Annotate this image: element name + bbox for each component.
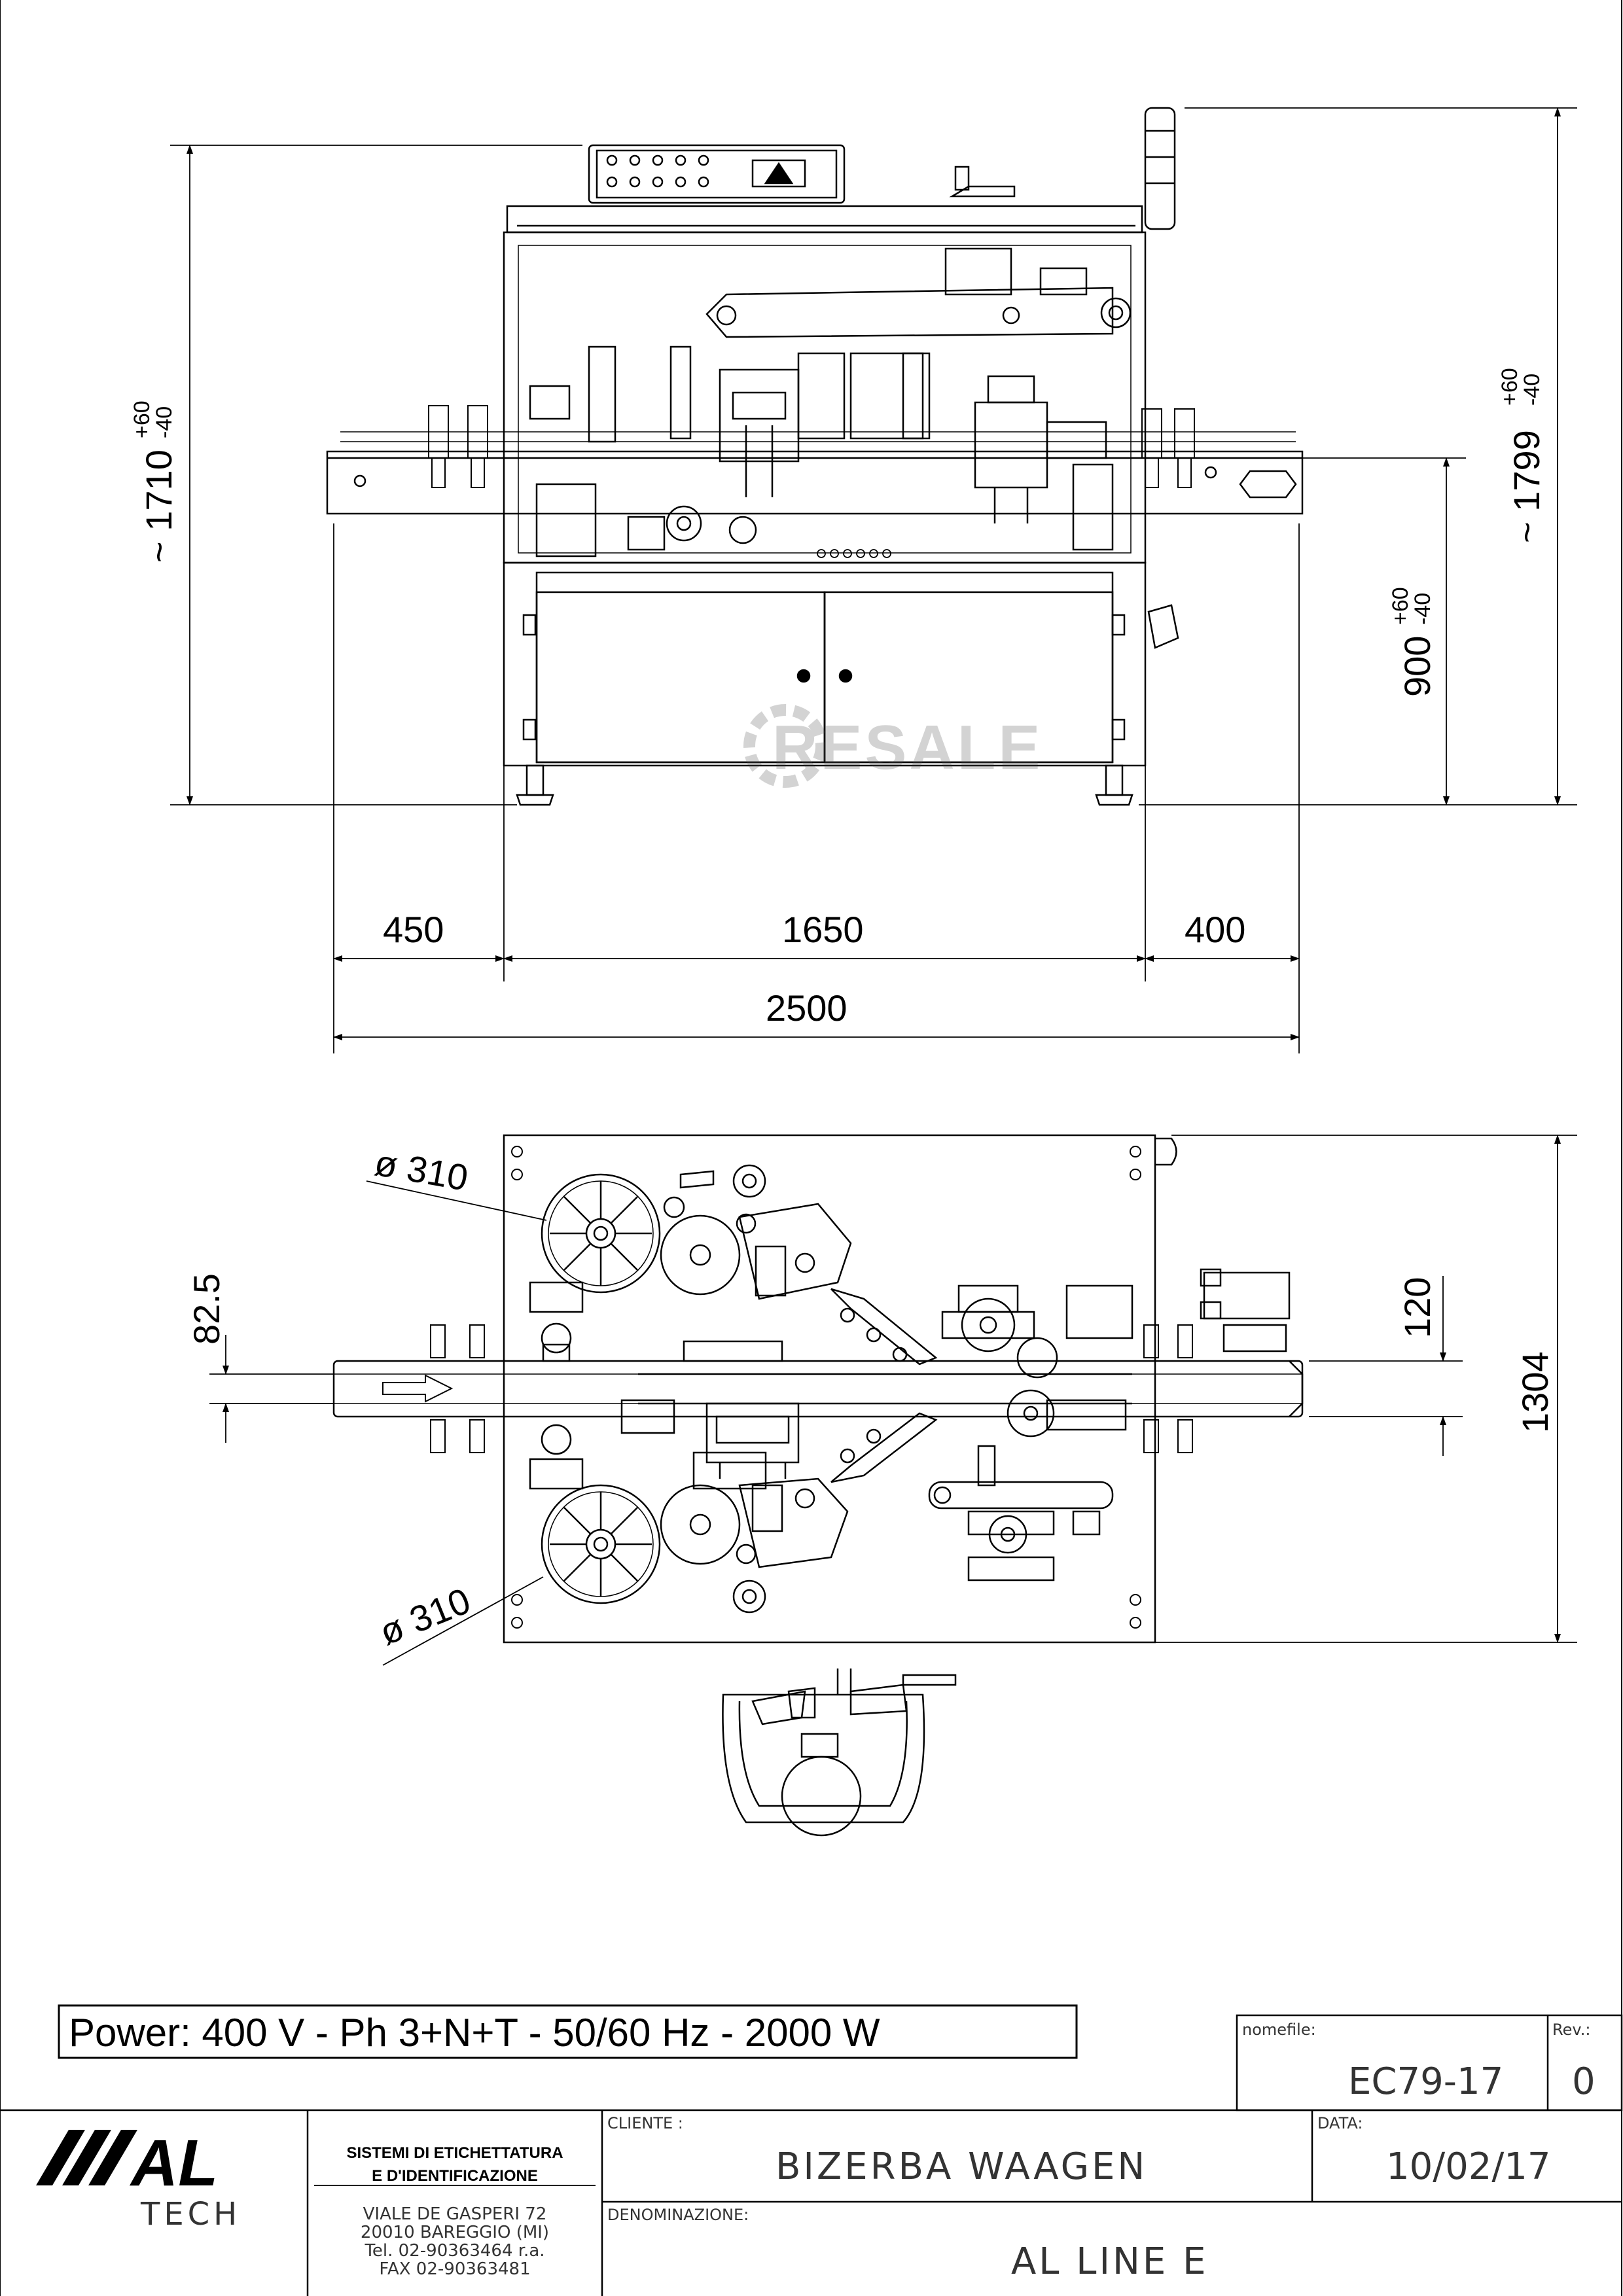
denominazione-label: DENOMINAZIONE: xyxy=(607,2206,749,2224)
denominazione-value: AL LINE E xyxy=(1011,2240,1208,2283)
control-panel xyxy=(588,144,846,204)
dim-left-overhang: 450 xyxy=(383,909,444,950)
data-value: 10/02/17 xyxy=(1386,2146,1551,2188)
top-view xyxy=(332,1134,1304,1644)
power-box: Power: 400 V - Ph 3+N+T - 50/60 Hz - 200… xyxy=(58,2004,1078,2059)
title-block-fields: nomefile: EC79-17 Rev.: 0 CLIENTE : BIZE… xyxy=(607,2021,1596,2283)
dim-max-height-tol-minus: -40 xyxy=(1520,374,1544,406)
dim-right-offset: 120 xyxy=(1397,1277,1438,1338)
dim-conveyor-height-tol-minus: -40 xyxy=(1410,593,1435,625)
logo-subtext: TECH xyxy=(140,2196,241,2233)
top-view-dimensions xyxy=(209,1135,1577,1666)
cliente-label: CLIENTE : xyxy=(607,2114,683,2132)
watermark-text: RESALE xyxy=(772,713,1043,783)
company-info: SISTEMI DI ETICHETTATURA E D'IDENTIFICAZ… xyxy=(346,2144,563,2279)
operator-figure xyxy=(722,1669,957,1837)
dim-depth: 1304 xyxy=(1514,1351,1556,1433)
dim-max-height: ~ 1799 xyxy=(1506,430,1547,543)
right-units xyxy=(928,1268,1291,1581)
dim-total-height-tol-minus: -40 xyxy=(152,406,177,438)
front-view-dimension-labels: ~ 1710 +60 -40 ~ 1799 +60 -40 900 +60 -4… xyxy=(130,368,1547,1029)
nomefile-label: nomefile: xyxy=(1242,2021,1316,2039)
rev-value: 0 xyxy=(1572,2060,1596,2103)
company-logo: AL TECH xyxy=(36,2127,241,2233)
front-view xyxy=(326,107,1304,806)
nomefile-value: EC79-17 xyxy=(1348,2060,1503,2103)
front-view-dimensions xyxy=(170,107,1577,1053)
company-address1: VIALE DE GASPERI 72 xyxy=(363,2204,547,2224)
dim-conveyor-height: 900 xyxy=(1397,636,1438,697)
top-view-dimension-labels: ø 310 ø 310 82.5 120 1304 xyxy=(186,1142,1556,1653)
company-line1: SISTEMI DI ETICHETTATURA xyxy=(346,2144,563,2162)
dim-max-height-tol-plus: +60 xyxy=(1497,368,1522,406)
company-tel: Tel. 02-90363464 r.a. xyxy=(364,2241,544,2261)
logo-text: AL xyxy=(129,2127,218,2200)
lower-labeller xyxy=(529,1399,938,1614)
dim-reel-upper: ø 310 xyxy=(372,1142,471,1199)
company-line2: E D'IDENTIFICAZIONE xyxy=(372,2167,538,2185)
company-address2: 20010 BAREGGIO (MI) xyxy=(361,2223,549,2242)
power-spec: Power: 400 V - Ph 3+N+T - 50/60 Hz - 200… xyxy=(69,2011,880,2055)
dim-overall-width: 2500 xyxy=(766,987,847,1029)
cliente-value: BIZERBA WAAGEN xyxy=(776,2146,1147,2188)
rev-label: Rev.: xyxy=(1552,2021,1590,2039)
dim-right-overhang: 400 xyxy=(1185,909,1245,950)
dim-conveyor-offset: 82.5 xyxy=(186,1273,227,1345)
watermark: RESALE xyxy=(743,704,1043,788)
upper-labeller xyxy=(529,1164,938,1366)
dim-conveyor-height-tol-plus: +60 xyxy=(1388,587,1413,625)
dim-total-height-tol-plus: +60 xyxy=(130,400,154,438)
dim-total-height: ~ 1710 xyxy=(138,450,179,563)
dim-body-width: 1650 xyxy=(782,909,864,950)
data-label: DATA: xyxy=(1317,2114,1363,2132)
title-block xyxy=(0,2014,1623,2296)
company-fax: FAX 02-90363481 xyxy=(379,2259,530,2279)
